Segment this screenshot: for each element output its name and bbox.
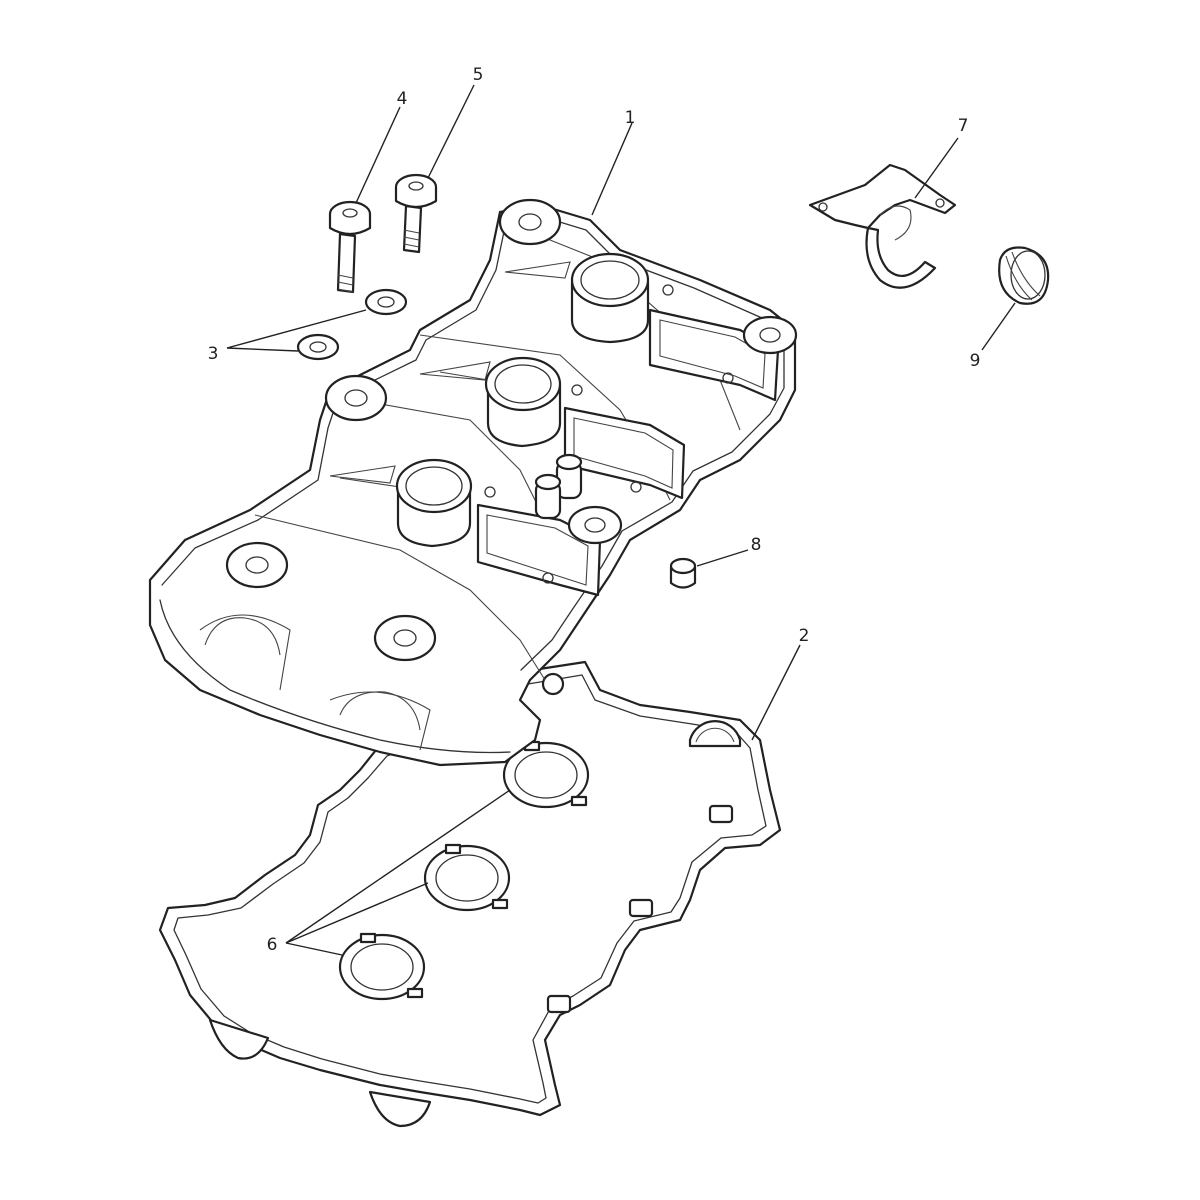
leader-3a (226, 309, 367, 349)
callout-9: 9 (970, 351, 981, 371)
callout-5: 5 (473, 65, 484, 85)
cam-cover (148, 198, 798, 767)
callout-2: 2 (799, 626, 810, 646)
callout-3: 3 (208, 344, 219, 364)
leader-8 (696, 549, 749, 567)
leader-4 (355, 106, 401, 204)
rubber-grommet (998, 246, 1050, 305)
cover-bolt-long (328, 200, 372, 294)
leader-1 (591, 122, 633, 216)
spark-plug-seal-middle (423, 843, 511, 912)
leader-lines (226, 84, 1016, 956)
callout-1: 1 (625, 108, 636, 128)
callout-8: 8 (751, 535, 762, 555)
callout-6: 6 (267, 935, 278, 955)
leader-2 (751, 644, 801, 741)
leader-6c (285, 942, 343, 956)
leader-7 (914, 137, 959, 199)
cover-bolt-short (394, 173, 438, 254)
washer-upper (364, 288, 408, 316)
spark-plug-seal-bottom (338, 932, 426, 1001)
leader-6b (285, 882, 429, 944)
leader-5 (427, 84, 475, 179)
callout-7: 7 (958, 116, 969, 136)
mounting-bracket (808, 163, 957, 289)
callout-labels: 1 2 3 4 5 6 7 8 9 (208, 65, 981, 955)
dowel-pin (669, 557, 697, 589)
callout-4: 4 (397, 89, 408, 109)
leader-9 (981, 302, 1016, 351)
washer-lower (296, 333, 340, 361)
leader-3b (226, 347, 299, 352)
leader-6a (285, 789, 511, 944)
bolt-boss (225, 198, 798, 662)
